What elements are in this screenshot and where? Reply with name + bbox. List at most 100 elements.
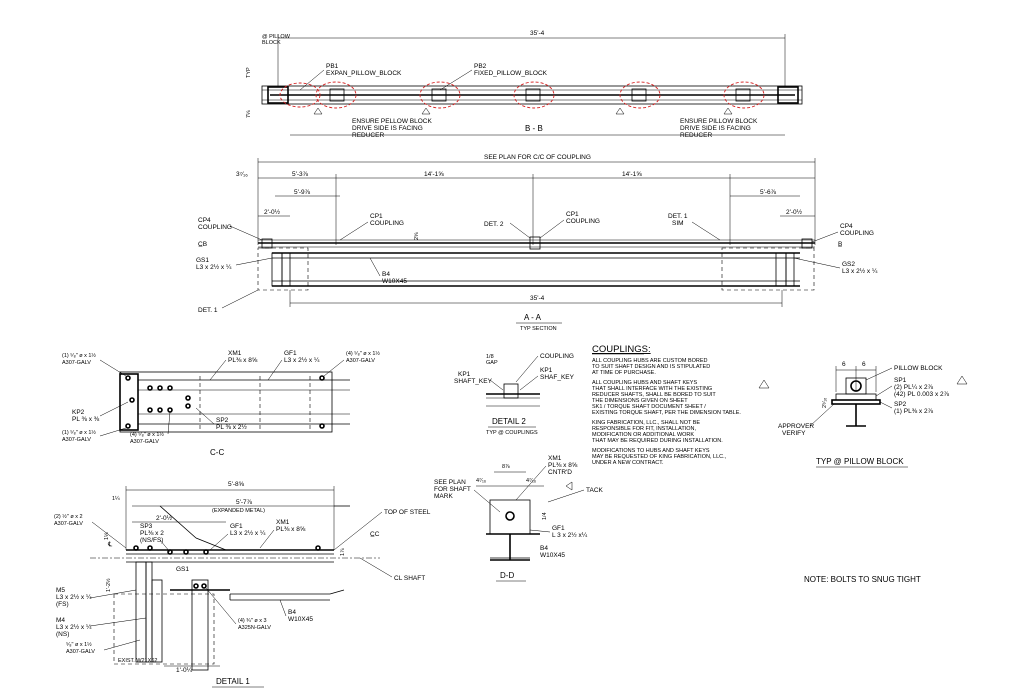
- note-right-3: REDUCER: [680, 132, 712, 139]
- typ-label: TYP: [246, 67, 252, 78]
- d1-dim-14: 1¼: [112, 496, 120, 502]
- dim-4: 14'-1⅝: [622, 171, 642, 178]
- d1-bolt-tl-spec: A307-GALV: [54, 521, 83, 527]
- dd-b4-mark: B4: [540, 545, 548, 552]
- d1-m4-angle: [145, 561, 153, 663]
- note-left-2: DRIVE SIDE IS FACING: [352, 125, 423, 132]
- detail-2-subtitle: TYP @ COUPLINGS: [486, 430, 538, 436]
- pb-dim-1: 6: [842, 361, 846, 368]
- d1-exist-beam: [191, 579, 209, 671]
- d1-cl-left: ℄: [107, 541, 113, 548]
- dd-gf1-label: L 3 x 2½ x¼: [552, 531, 588, 539]
- note-right-1: ENSURE PILLOW BLOCK: [680, 118, 758, 125]
- detail-1-title: DETAIL 1: [216, 677, 250, 686]
- pillow-block-pb2: [525, 88, 541, 102]
- pillow-block-shaft: [850, 380, 862, 392]
- d1-b4-mark: B4: [288, 609, 296, 616]
- detail-dd: SEE PLAN FOR SHAFT MARK 4⁷⁄₁₆ 8⅞ 4⁷⁄₁₆ X…: [434, 455, 604, 582]
- dim-5: 5'-9⅞: [294, 189, 311, 196]
- det1-sim-label: SIM: [672, 220, 684, 227]
- cp4-right-label: COUPLING: [840, 230, 874, 237]
- d1-sp3-b: (NS/FS): [140, 537, 163, 544]
- d1-dim-v1: 1'-2½: [105, 578, 112, 592]
- gs2-mark: GS2: [842, 261, 855, 268]
- detail-1: 5'-8⅝ 1¼ 5'-7⅞ (EXPANDED METAL) 2'-0½ (2…: [54, 481, 431, 688]
- couplings-notes: COUPLINGS: ALL COUPLING HUBS ARE CUSTOM …: [592, 344, 741, 466]
- d1-b4-label: W10X45: [288, 616, 313, 623]
- dd-weld-mark: 1/4: [542, 512, 548, 520]
- cp-p4-1: MODIFICATIONS TO HUBS AND SHAFT KEYS: [592, 448, 710, 454]
- cc-gf1-label: L3 x 2½ x ¼: [284, 356, 320, 364]
- b4-label: W10X45: [382, 278, 407, 285]
- pb-sp1-mark: SP1: [894, 377, 907, 384]
- d1-top-of-steel-label: TOP OF STEEL: [384, 509, 431, 516]
- dd-xm1-mark: XM1: [548, 455, 562, 462]
- cc-bolt-tr: (4) ⁵⁄₈" ø x 1½: [346, 350, 380, 357]
- d1-dim-2: 2'-0½: [156, 514, 173, 522]
- gs1-mark: GS1: [196, 257, 209, 264]
- cp1-center-box: [529, 236, 541, 250]
- d1-sp3-mark: SP3: [140, 523, 153, 530]
- cp1-left-label: COUPLING: [370, 220, 404, 227]
- dd-see-plan-2: FOR SHAFT: [434, 486, 471, 493]
- note-left-3: REDUCER: [352, 132, 384, 139]
- detail-2: 1/8 GAP COUPLING KP1 SHAFT_KEY KP1 SHAF_…: [454, 353, 575, 436]
- d1-xm1-mark: XM1: [276, 519, 290, 526]
- small-dim-label: 7⅛: [246, 110, 252, 118]
- d2-kp1-right-label: SHAF_KEY: [540, 374, 575, 381]
- gs1-label: L3 x 2½ x ¼: [196, 263, 232, 271]
- d1-expanded: (EXPANDED METAL): [212, 508, 265, 514]
- cp-p1-3: AT TIME OF PURCHASE.: [592, 370, 656, 376]
- overall-dim-text: 35'-4: [530, 30, 545, 37]
- d1-exist: EXIST. W21X62: [118, 658, 157, 664]
- d1-gs1: GS1: [176, 566, 189, 573]
- cp-p3-3: MODIFICATION OR ADDITIONAL WORK: [592, 432, 694, 438]
- pb-dim-3: 2⁵⁄₁₆: [821, 398, 828, 408]
- section-cc: (1) ⁵⁄₈" ø x 1½ A307-GALV XM1 PL⅜ x 8⅝ G…: [62, 350, 380, 457]
- d1-dim-v3: 1⅞: [340, 548, 346, 556]
- cl-right-label: B̲: [838, 241, 842, 248]
- d1-m4-b: (NS): [56, 631, 69, 638]
- dd-xm1-plate: [489, 499, 531, 535]
- dim-2: 5'-3⅞: [292, 171, 309, 178]
- section-cc-title: C-C: [210, 448, 224, 457]
- d2-gap-label: GAP: [486, 360, 498, 366]
- cp-p4-2: MAY BE REQUESTED OF KING FABRICATION, LL…: [592, 454, 727, 460]
- cc-xm1-label: PL⅜ x 8⅝: [228, 357, 258, 364]
- pb-sp2-mark: SP2: [894, 401, 907, 408]
- section-bb-title: B - B: [525, 124, 543, 133]
- note-left-1: ENSURE PELLOW BLOCK: [352, 118, 432, 125]
- couplings-heading: COUPLINGS:: [592, 344, 651, 355]
- d1-dim-mid: 5'-7⅞: [236, 499, 253, 506]
- d2-coupling-body: [503, 383, 519, 399]
- dim-1: 3⁷⁄₁₆: [236, 171, 248, 178]
- note-right-2: DRIVE SIDE IS FACING: [680, 125, 751, 132]
- d1-m5-angle: [135, 561, 147, 663]
- d1-gf1-mark: GF1: [230, 523, 243, 530]
- det2-ref: DET. 2: [484, 221, 504, 228]
- cp-p2-4: THE DIMENSIONS GIVEN ON SHEET: [592, 398, 688, 404]
- cc-bolt-bm-spec: A307-GALV: [130, 439, 159, 445]
- det1-region-right: [721, 247, 815, 291]
- det1-region-left: [257, 247, 309, 291]
- cc-sp2-label: PL ⅜ x 2½: [216, 423, 247, 431]
- pb-sp2-label: (1) PL⅜ x 2⅞: [894, 408, 934, 415]
- dim-9: 2⅝: [414, 232, 420, 240]
- d2-coupling: COUPLING: [540, 353, 574, 360]
- warning-triangle-icon: [313, 107, 323, 115]
- d1-dim-bot: 1'-0¼: [176, 667, 193, 674]
- dim-8: 2'-0½: [786, 208, 803, 216]
- dd-b4-label: W10X45: [540, 552, 565, 559]
- cc-bolt-bl-spec: A307-GALV: [62, 437, 91, 443]
- cp-p2-5: SK1 / TORQUE SHAFT DOCUMENT SHEET /: [592, 404, 706, 410]
- cp-p3-2: RESPONSIBLE FOR FIT, INSTALLATION,: [592, 426, 696, 432]
- cp-p2-2: THAT SHALL INTERFACE WITH THE EXISTING: [592, 386, 712, 392]
- pb-pillow-label: PILLOW BLOCK: [894, 365, 943, 372]
- cp-p2-6: EXISTING TORQUE SHAFT, PER THE DIMENSION…: [592, 410, 741, 416]
- det1-sim-ref: DET. 1: [668, 213, 688, 220]
- d1-bolt-bl: ⁵⁄₈" ø x 1½: [66, 641, 92, 648]
- d1-cl-shaft-label: CL SHAFT: [394, 575, 425, 582]
- bb-shaft-housing: [261, 85, 803, 105]
- cp-p4-3: UNDER A NEW CONTRACT.: [592, 460, 664, 466]
